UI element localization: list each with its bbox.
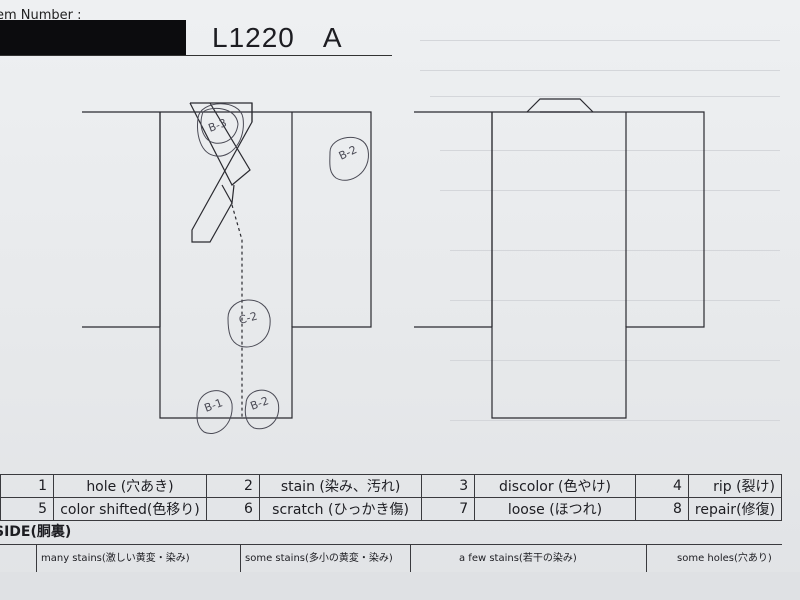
legend-desc: color shifted(色移り) <box>53 497 207 521</box>
legend-desc: loose (ほつれ) <box>474 497 636 521</box>
back-collar <box>526 98 594 113</box>
redacted-block <box>0 20 186 56</box>
legend-num: 5 <box>0 497 54 521</box>
front-overlap-dashed <box>231 204 243 418</box>
pencil-notes: B-3 B-2 C-2 B-1 B-2 <box>203 116 359 415</box>
item-code-main: L1220 <box>212 22 295 53</box>
inside-cell: some stains(多小の黄変・染み) <box>240 545 411 572</box>
legend-num: 6 <box>205 497 260 521</box>
inside-condition-row: many stains(激しい黄変・染み) some stains(多小の黄変・… <box>0 544 782 573</box>
bleed-through-line <box>420 70 780 71</box>
front-collar-left-band <box>189 102 251 186</box>
defect-legend-table: 1 hole (穴あき) 2 stain (染み、汚れ) 3 discolor … <box>0 474 783 521</box>
circle-lower-left <box>196 390 233 434</box>
legend-row: 5 color shifted(色移り) 6 scratch (ひっかき傷) 7… <box>0 497 783 521</box>
circle-mid-body <box>227 299 271 348</box>
legend-num: 8 <box>634 497 689 521</box>
front-garment <box>82 102 372 419</box>
legend-desc: stain (染み、汚れ) <box>258 474 423 498</box>
inside-cell: many stains(激しい黄変・染み) <box>36 545 241 572</box>
bleed-through-line <box>450 360 780 361</box>
bleed-through-line <box>440 190 780 191</box>
front-outline <box>82 111 372 419</box>
front-collar-lower <box>221 184 235 205</box>
item-number-label: em Number : <box>0 8 82 23</box>
note-lower-left: B-1 <box>203 396 225 415</box>
circle-lower-right <box>244 389 280 430</box>
bleed-through-line <box>450 250 780 251</box>
legend-desc: repair(修復) <box>687 497 783 521</box>
legend-num: 4 <box>634 474 689 498</box>
inside-cell: a few stains(若干の染み) <box>410 545 695 572</box>
circle-collar-2 <box>200 107 239 144</box>
bleed-through-line <box>420 40 780 41</box>
item-code-suffix: A <box>322 22 343 53</box>
legend-num: 1 <box>0 474 54 498</box>
bleed-through-line <box>450 300 780 301</box>
item-number-underline <box>0 55 392 56</box>
note-collar: B-3 <box>207 116 229 135</box>
bleed-through-line <box>430 96 780 97</box>
legend-num: 2 <box>205 474 260 498</box>
front-collar-right-band <box>191 103 253 243</box>
inside-cell: some holes(穴あり) <box>646 545 800 572</box>
page-bottom-margin <box>0 572 800 600</box>
legend-desc: hole (穴あき) <box>53 474 207 498</box>
legend-desc: scratch (ひっかき傷) <box>258 497 423 521</box>
bleed-through-line <box>450 420 780 421</box>
back-garment <box>414 98 705 419</box>
note-right-front: B-2 <box>337 143 359 163</box>
pencil-annotations <box>196 103 369 434</box>
legend-num: 7 <box>421 497 476 521</box>
legend-desc: discolor (色やけ) <box>474 474 636 498</box>
back-outline <box>414 111 705 419</box>
bleed-through-line <box>440 150 780 151</box>
legend-row: 1 hole (穴あき) 2 stain (染み、汚れ) 3 discolor … <box>0 474 783 498</box>
item-code: L1220 A <box>212 22 343 54</box>
legend-num: 3 <box>421 474 476 498</box>
circle-right-front <box>329 136 369 181</box>
circle-collar <box>197 103 244 157</box>
note-lower-right: B-2 <box>249 394 271 413</box>
inside-section-label: SIDE(胴裏) <box>0 524 72 540</box>
note-mid-body: C-2 <box>237 310 258 327</box>
legend-desc: rip (裂け) <box>687 474 783 498</box>
